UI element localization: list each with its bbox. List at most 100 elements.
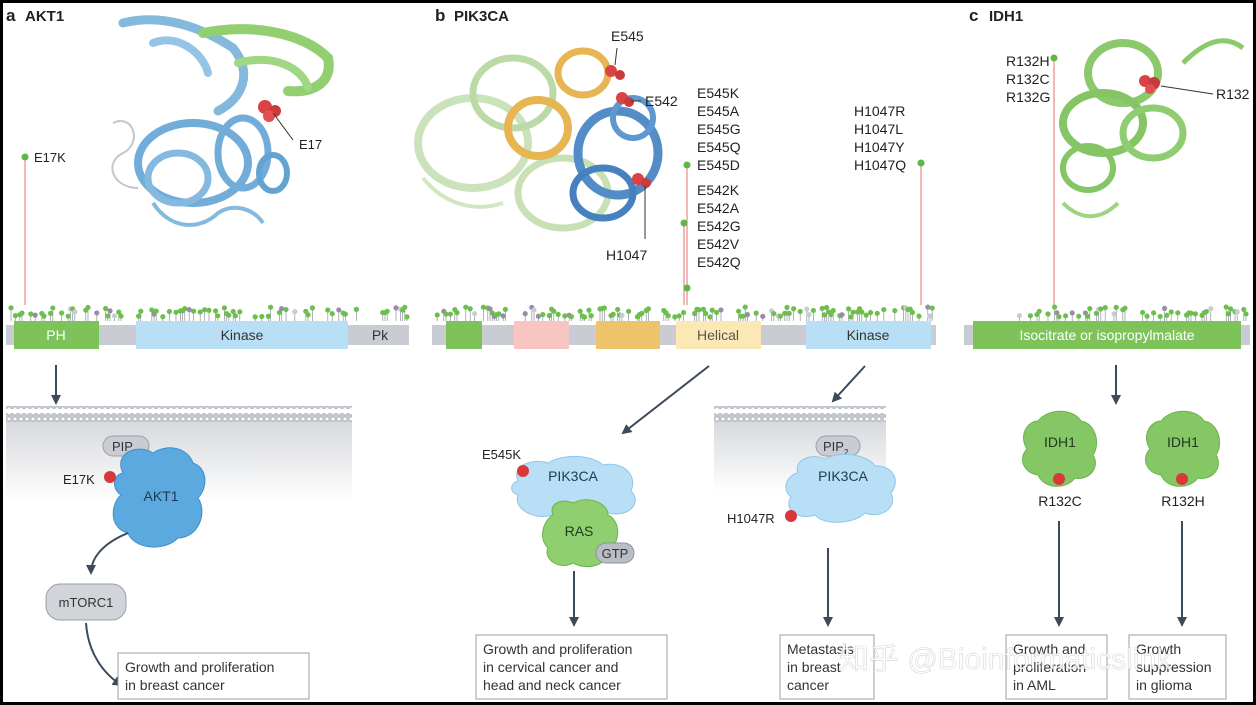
- gtp-label: GTP: [602, 546, 629, 561]
- lollipop-dot: [1036, 308, 1042, 314]
- ras-label: RAS: [565, 523, 594, 539]
- lollipop-dot: [153, 308, 159, 314]
- lollipop-dot: [1203, 308, 1209, 315]
- lollipop-dot: [1164, 312, 1170, 318]
- h1047-dot: [917, 159, 925, 167]
- lollipop-dot: [1140, 309, 1146, 316]
- lollipop-dot: [353, 306, 359, 312]
- gtp-badge: GTP: [595, 542, 635, 564]
- idh1-r132c-label: R132C: [1038, 493, 1082, 509]
- akt1-e17-highlight: [258, 100, 281, 122]
- lollipop-dot: [1069, 310, 1075, 316]
- lollipop-dot: [703, 310, 709, 317]
- idh1-right-outcome-box: Growth suppression in glioma: [1128, 634, 1227, 700]
- lollipop-dot: [166, 308, 172, 315]
- lollipop-dot: [850, 309, 856, 315]
- r132-variant: R132H: [1006, 53, 1050, 69]
- lollipop-dot: [226, 312, 232, 318]
- lollipop-dot: [863, 312, 869, 318]
- akt1-ph-domain: [14, 321, 99, 349]
- lollipop-dot: [230, 308, 236, 315]
- r132-variant: R132C: [1006, 71, 1050, 87]
- lollipop-dot: [610, 311, 616, 317]
- lollipop-dot: [160, 314, 166, 320]
- lollipop-dot: [191, 308, 197, 314]
- lollipop-dot: [744, 312, 751, 318]
- helical-to-e545k-arrow: [621, 365, 710, 435]
- lollipop-dot: [197, 309, 203, 315]
- lollipop-dot: [336, 307, 342, 313]
- lollipop-dot: [292, 309, 298, 315]
- lollipop-dot: [1052, 304, 1058, 310]
- akt1-e17k-dot: [21, 153, 29, 161]
- lollipop-dot: [402, 304, 408, 310]
- lollipop-dot: [202, 307, 208, 313]
- lollipop-dot: [237, 309, 243, 315]
- lollipop-dot: [1122, 305, 1128, 311]
- lollipop-dot: [804, 306, 810, 312]
- lollipop-dot: [279, 306, 285, 312]
- lollipop-dot: [568, 314, 575, 320]
- idh1-r132c-dot: [1053, 473, 1065, 485]
- h1047-variant: H1047Q: [854, 157, 906, 173]
- pik3ca-left-outcome-line2: in cervical cancer and: [483, 659, 618, 675]
- lollipop-dot: [821, 312, 828, 318]
- idh1-right-outcome-line1: Growth: [1136, 641, 1181, 657]
- idh1-r132-highlight: [1139, 75, 1160, 94]
- e542-dot: [680, 219, 688, 227]
- pik3ca-e545k-label: E545K: [482, 447, 521, 462]
- lollipop-dot: [1175, 310, 1181, 316]
- lollipop-dot: [784, 304, 790, 311]
- pik3ca-left-protein-blob: PIK3CA: [511, 456, 636, 522]
- pik3ca-right-outcome-line1: Metastasis: [787, 641, 854, 657]
- pip2-badge: PIP 2: [815, 435, 861, 457]
- lollipop-dot: [1087, 305, 1093, 312]
- lollipop-dot: [1208, 306, 1214, 312]
- lollipop-dot: [555, 311, 561, 317]
- akt1-ph-label: PH: [46, 327, 65, 343]
- pip2-label: PIP: [823, 439, 844, 454]
- lollipop-dot: [577, 308, 583, 314]
- idh1-r132h-label: R132H: [1161, 493, 1205, 509]
- lollipop-dot: [819, 305, 825, 311]
- akt1-outcome-line1: Growth and proliferation: [125, 659, 274, 675]
- akt1-kinase-domain: [136, 321, 348, 349]
- lollipop-dot: [1063, 313, 1069, 319]
- lollipop-dot: [707, 314, 713, 320]
- lollipop-dot: [824, 304, 830, 311]
- lollipop-dot: [586, 307, 592, 313]
- lollipop-dot: [41, 313, 47, 319]
- lollipop-dot: [182, 306, 188, 312]
- lollipop-dot: [186, 307, 192, 313]
- lollipop-dot: [1016, 313, 1023, 319]
- lollipop-dot: [342, 311, 348, 317]
- idh1-left-outcome-line1: Growth and: [1013, 641, 1085, 657]
- h1047-variant: H1047R: [854, 103, 905, 119]
- panel-b-header: b PIK3CA: [435, 6, 509, 25]
- akt1-structure-image: [111, 15, 334, 227]
- lollipop-dot: [619, 312, 625, 318]
- lollipop-dot: [463, 304, 469, 310]
- idh1-r132-label: R132: [1216, 86, 1250, 102]
- lollipop-dot: [111, 313, 117, 319]
- pik3ca-h1047r-dot: [785, 510, 797, 522]
- lollipop-dot: [927, 313, 933, 319]
- lollipop-dot: [540, 311, 546, 318]
- akt1-mutation-dot: [104, 471, 116, 483]
- lollipop-dot: [305, 312, 311, 318]
- akt1-e17k-site-label: E17K: [63, 472, 95, 487]
- lollipop-dot: [588, 313, 594, 319]
- lollipop-dot: [645, 306, 652, 312]
- lollipop-dot: [48, 310, 54, 316]
- e545-variant: E545K: [697, 85, 740, 101]
- pik3ca-right-outcome-line2: in breast: [787, 659, 841, 675]
- lollipop-dot: [551, 308, 557, 314]
- e545-dot: [683, 161, 691, 169]
- pik3ca-helical-label: Helical: [697, 327, 739, 343]
- figure-svg: a AKT1 b PIK3CA c IDH1 E17 E17K PH Kinas…: [6, 6, 1250, 700]
- lollipop-dot: [65, 313, 71, 319]
- lollipop-dot: [467, 306, 473, 312]
- idh1-right-protein-label: IDH1: [1167, 434, 1199, 450]
- lollipop-dot: [487, 306, 493, 312]
- pik3ca-e545k-dot: [517, 465, 529, 477]
